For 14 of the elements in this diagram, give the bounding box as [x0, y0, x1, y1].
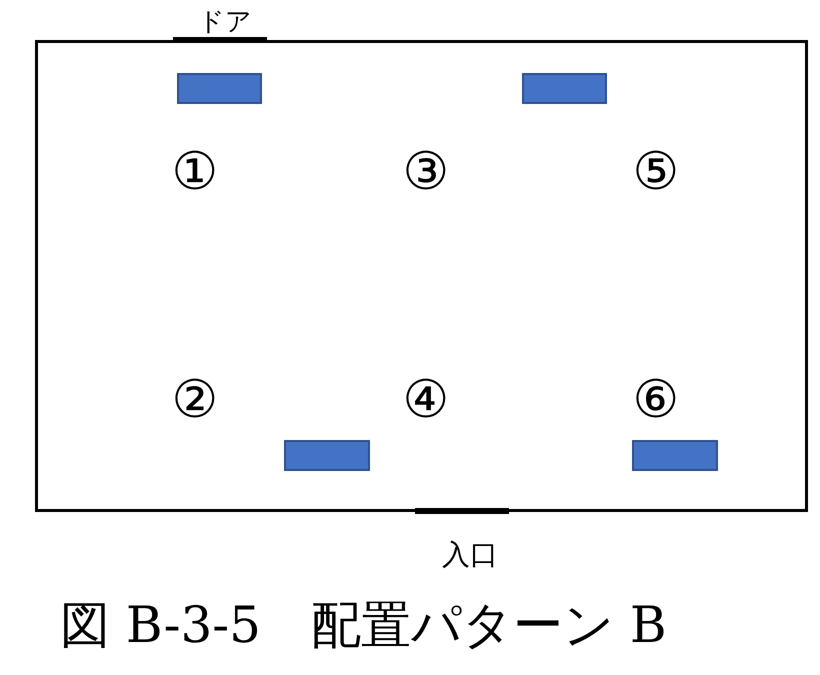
room-outline: [35, 40, 808, 512]
figure-caption: 図 B-3-5 配置パターン B: [60, 600, 667, 650]
position-number: ③: [402, 146, 450, 198]
table-rect: [177, 73, 262, 104]
position-number: ⑤: [632, 146, 680, 198]
position-number: ④: [402, 374, 450, 426]
table-rect: [632, 440, 718, 471]
position-number: ⑥: [632, 374, 680, 426]
table-rect: [284, 440, 370, 471]
position-number: ②: [172, 374, 218, 426]
door-label: ドア: [198, 9, 252, 35]
entrance-label: 入口: [442, 541, 498, 569]
table-rect: [522, 73, 607, 104]
position-number: ①: [172, 146, 218, 198]
